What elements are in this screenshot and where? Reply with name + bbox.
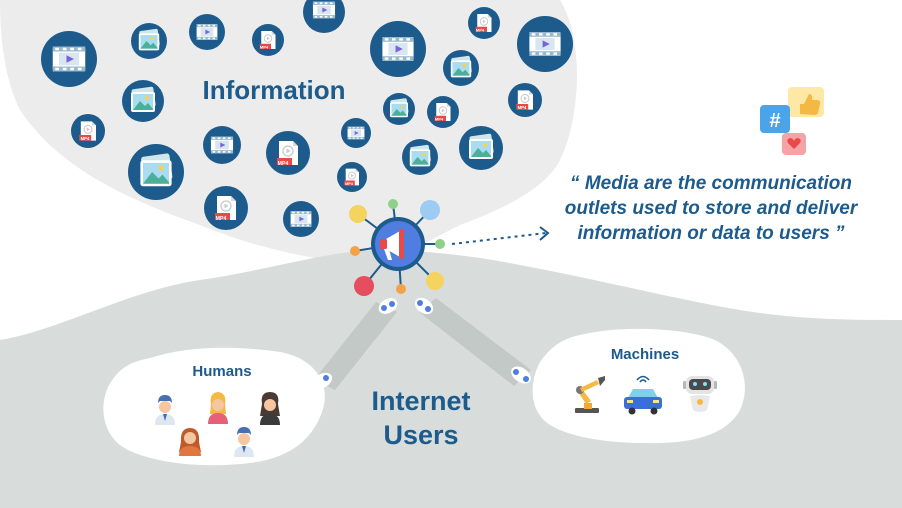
- image-file-icon: [122, 80, 164, 122]
- image-file-icon: [443, 50, 479, 86]
- video-file-icon: [370, 21, 426, 77]
- image-file-icon: [402, 139, 438, 175]
- information-label: Information: [203, 75, 346, 105]
- mp4-file-icon: [468, 7, 500, 39]
- machines-bubble: [532, 328, 745, 444]
- video-file-icon: [189, 14, 225, 50]
- mp4-file-icon: [252, 24, 284, 56]
- mp4-label: MP4: [435, 117, 444, 122]
- humans-label: Humans: [192, 363, 251, 380]
- hashtag-text: #: [769, 110, 780, 132]
- mp4-file-icon: [266, 131, 310, 175]
- dotted-arrow: [451, 226, 550, 245]
- media-definition-quote: “ Media are the communication outlets us…: [565, 173, 859, 244]
- mp4-label: MP4: [81, 136, 90, 141]
- internet-users-label: Internet Users: [371, 386, 470, 450]
- video-file-icon: [517, 16, 573, 72]
- machines-icons: [575, 375, 717, 415]
- internet-users-line-2: Users: [383, 420, 458, 450]
- video-file-icon: [203, 126, 241, 164]
- video-file-icon: [341, 118, 371, 148]
- person-icon: [234, 427, 254, 457]
- mp4-label: MP4: [278, 161, 289, 167]
- image-file-icon: [459, 126, 503, 170]
- media-hub: [349, 199, 445, 296]
- quote-line-3: information or data to users ”: [577, 223, 845, 244]
- robot-arm-icon: [575, 376, 605, 413]
- video-file-icon: [283, 201, 319, 237]
- mp4-label: MP4: [476, 28, 485, 33]
- internet-users-line-1: Internet: [371, 386, 470, 416]
- mp4-label: MP4: [345, 182, 354, 186]
- quote-line-2: outlets used to store and deliver: [565, 198, 859, 219]
- connection-bars: [314, 298, 531, 390]
- mp4-file-icon: [427, 96, 459, 128]
- quote-line-1: “ Media are the communication: [570, 173, 852, 194]
- image-file-icon: [128, 144, 184, 200]
- person-icon: [179, 428, 201, 456]
- megaphone-icon: [380, 229, 404, 260]
- information-media-icons: [41, 0, 573, 237]
- mp4-file-icon: [204, 186, 248, 230]
- person-icon: [260, 392, 280, 425]
- humans-icons: [155, 392, 280, 457]
- mp4-label: MP4: [216, 216, 227, 222]
- mp4-label: MP4: [518, 105, 527, 110]
- machines-label: Machines: [611, 346, 679, 363]
- mp4-labels: MP4 MP4 MP4 MP4 MP4 MP4 MP4 MP4: [81, 28, 527, 223]
- video-file-icon: [41, 31, 97, 87]
- mp4-file-icon: [337, 162, 367, 192]
- image-file-icon: [383, 93, 415, 125]
- person-icon: [155, 395, 175, 425]
- person-icon: [208, 392, 228, 424]
- mp4-label: MP4: [260, 45, 269, 50]
- image-file-icon: [131, 23, 167, 59]
- autonomous-car-icon: [624, 375, 662, 415]
- mp4-file-icon: [508, 83, 542, 117]
- mp4-file-icon: [71, 114, 105, 148]
- robot-icon: [683, 376, 717, 412]
- social-media-icon: #: [760, 87, 824, 155]
- video-file-icon: [303, 0, 345, 33]
